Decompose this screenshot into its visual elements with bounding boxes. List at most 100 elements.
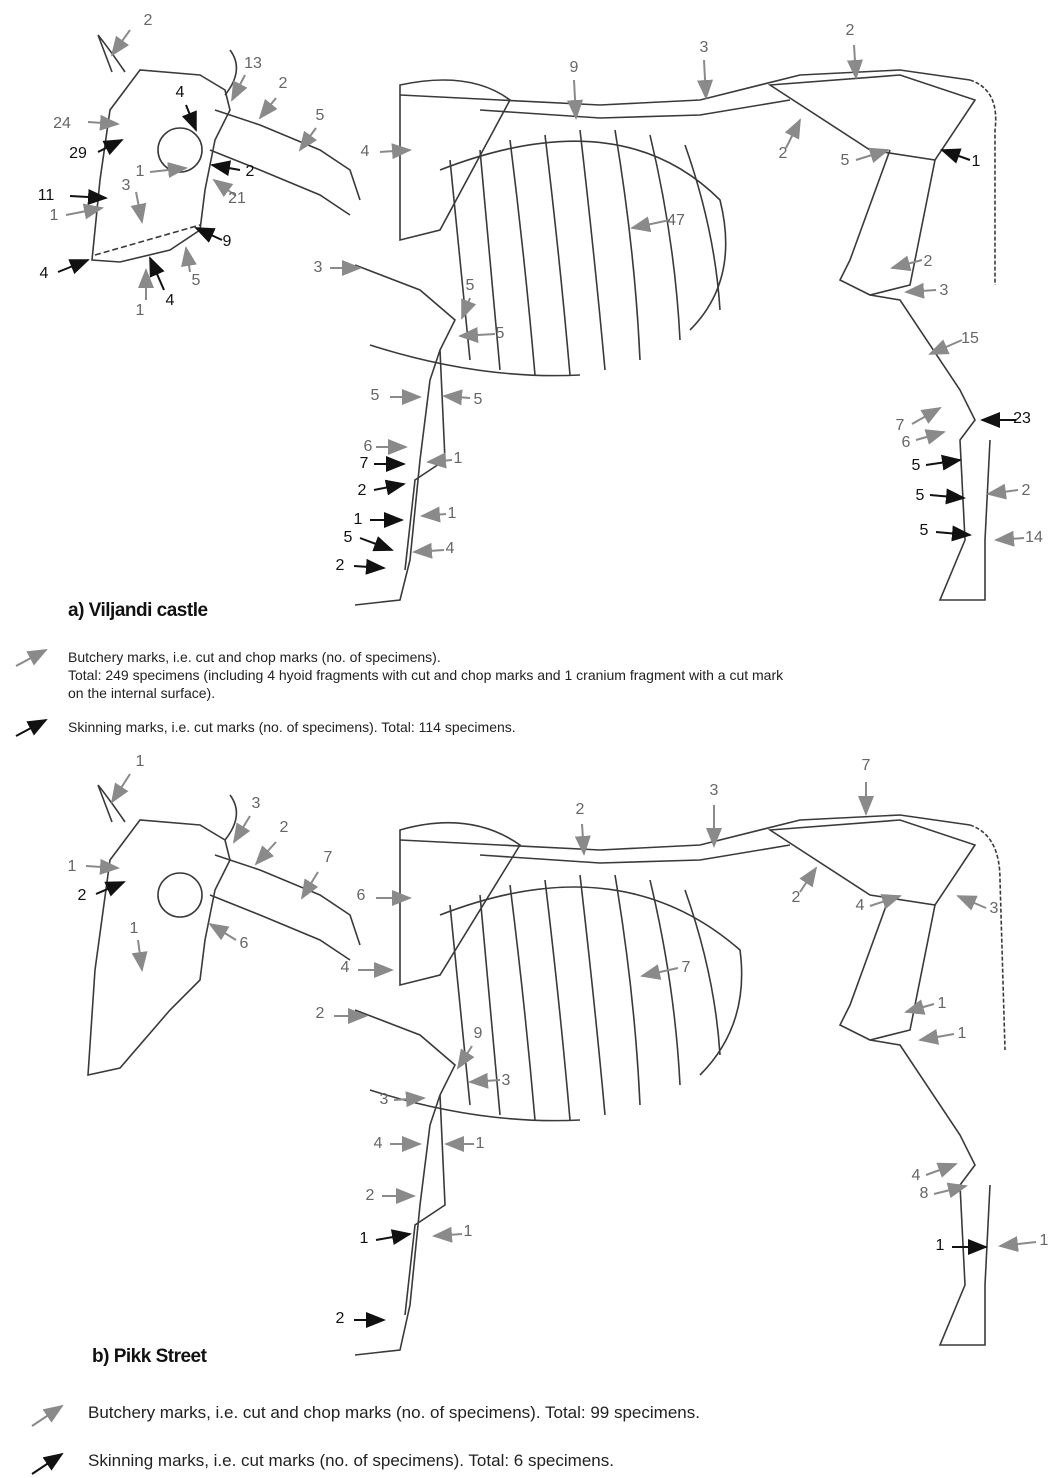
mark-count-label: 5	[466, 277, 475, 294]
mark-count-label: 1	[958, 1025, 967, 1042]
mark-count-label: 1	[448, 505, 457, 522]
skinning-arrow	[374, 484, 404, 490]
skinning-arrow	[360, 538, 392, 550]
mark-count-label: 3	[314, 259, 323, 276]
butchery-arrow	[112, 774, 130, 802]
mark-count-label: 5	[474, 391, 483, 408]
cow-skeleton-a	[92, 35, 996, 605]
mark-count-label: 47	[667, 212, 685, 229]
mark-count-label: 1	[938, 995, 947, 1012]
mark-count-label: 2	[924, 253, 933, 270]
skinning-arrow	[942, 150, 970, 160]
butchery-arrow	[926, 1164, 956, 1175]
butchery-arrow	[892, 260, 922, 268]
butchery-arrow	[1000, 1242, 1036, 1246]
butchery-arrow	[642, 968, 678, 976]
gray-arrow-icon	[28, 1404, 68, 1428]
butchery-arrow	[800, 868, 816, 892]
mark-count-label: 7	[324, 849, 333, 866]
mark-count-label: 29	[69, 145, 87, 162]
skinning-arrow	[96, 882, 124, 894]
butchery-arrow	[260, 98, 276, 118]
mark-count-label: 1	[130, 920, 139, 937]
mark-count-label: 4	[374, 1135, 383, 1152]
skinning-arrow	[930, 495, 964, 498]
mark-count-label: 2	[78, 887, 87, 904]
butchery-arrow	[906, 290, 936, 292]
mark-count-label: 21	[228, 190, 246, 207]
mark-count-label: 5	[316, 107, 325, 124]
caption-a: a) Viljandi castle	[68, 600, 208, 622]
mark-count-label: 1	[354, 511, 363, 528]
mark-count-label: 7	[896, 417, 905, 434]
mark-count-label: 5	[344, 529, 353, 546]
black-arrow-icon	[28, 1452, 68, 1476]
butchery-arrow	[256, 842, 276, 864]
legend-skinning-b: Skinning marks, i.e. cut marks (no. of s…	[88, 1452, 988, 1470]
legend-skinning-a: Skinning marks, i.e. cut marks (no. of s…	[68, 718, 1018, 736]
mark-count-label: 4	[341, 959, 350, 976]
butchery-arrow	[574, 80, 576, 118]
butchery-arrow	[422, 514, 446, 516]
legend-skinning-line: Skinning marks, i.e. cut marks (no. of s…	[68, 718, 1018, 736]
mark-count-label: 1	[464, 1223, 473, 1240]
mark-count-label: 1	[972, 153, 981, 170]
mark-count-label: 2	[792, 889, 801, 906]
mark-count-label: 3	[990, 900, 999, 917]
mark-count-label: 1	[68, 858, 77, 875]
butchery-arrow	[136, 192, 142, 222]
mark-count-label: 4	[176, 84, 185, 101]
mark-count-label: 2	[576, 801, 585, 818]
mark-count-label: 9	[474, 1025, 483, 1042]
mark-count-label: 4	[446, 540, 455, 557]
mark-count-label: 1	[50, 207, 59, 224]
butchery-arrow	[112, 30, 130, 55]
butchery-arrow	[86, 866, 118, 868]
mark-count-label: 5	[371, 387, 380, 404]
butchery-arrow	[934, 1186, 966, 1194]
butchery-arrow	[920, 1034, 954, 1040]
mark-count-label: 3	[502, 1072, 511, 1089]
butchery-arrow	[380, 150, 410, 152]
mark-count-label: 8	[920, 1185, 929, 1202]
mark-count-label: 3	[122, 177, 131, 194]
mark-count-label: 9	[570, 59, 579, 76]
mark-count-label: 2	[1022, 482, 1031, 499]
black-arrow-icon	[12, 718, 52, 738]
mark-count-label: 7	[862, 757, 871, 774]
mark-count-label: 2	[316, 1005, 325, 1022]
mark-count-label: 11	[38, 187, 55, 204]
legend-butchery-line-3: on the internal surface).	[68, 684, 1018, 702]
mark-count-label: 3	[940, 282, 949, 299]
mark-count-label: 2	[336, 1310, 345, 1327]
mark-count-label: 7	[360, 455, 369, 472]
mark-count-label: 3	[252, 795, 261, 812]
mark-count-label: 23	[1013, 410, 1031, 427]
mark-count-label: 1	[136, 163, 145, 180]
skinning-arrow	[98, 140, 122, 152]
legend-skinning-line: Skinning marks, i.e. cut marks (no. of s…	[88, 1452, 988, 1470]
mark-count-label: 4	[166, 292, 175, 309]
legend-butchery-line: Butchery marks, i.e. cut and chop marks …	[88, 1404, 988, 1422]
mark-count-label: 3	[700, 39, 709, 56]
butchery-arrow	[460, 334, 495, 336]
legend-butchery-b: Butchery marks, i.e. cut and chop marks …	[88, 1404, 988, 1422]
mark-count-label: 7	[682, 959, 691, 976]
butchery-arrow	[434, 1234, 462, 1236]
mark-count-label: 14	[1025, 529, 1043, 546]
mark-count-label: 5	[912, 457, 921, 474]
butchery-arrow	[302, 872, 318, 898]
mark-count-label: 2	[246, 163, 255, 180]
butchery-arrow	[632, 220, 670, 228]
mark-count-label: 2	[279, 75, 288, 92]
butchery-arrow	[428, 460, 452, 462]
skinning-arrow	[186, 105, 196, 130]
mark-count-label: 15	[961, 330, 979, 347]
butchery-arrow	[856, 150, 888, 160]
skinning-arrow	[354, 566, 384, 568]
mark-count-label: 3	[380, 1091, 389, 1108]
